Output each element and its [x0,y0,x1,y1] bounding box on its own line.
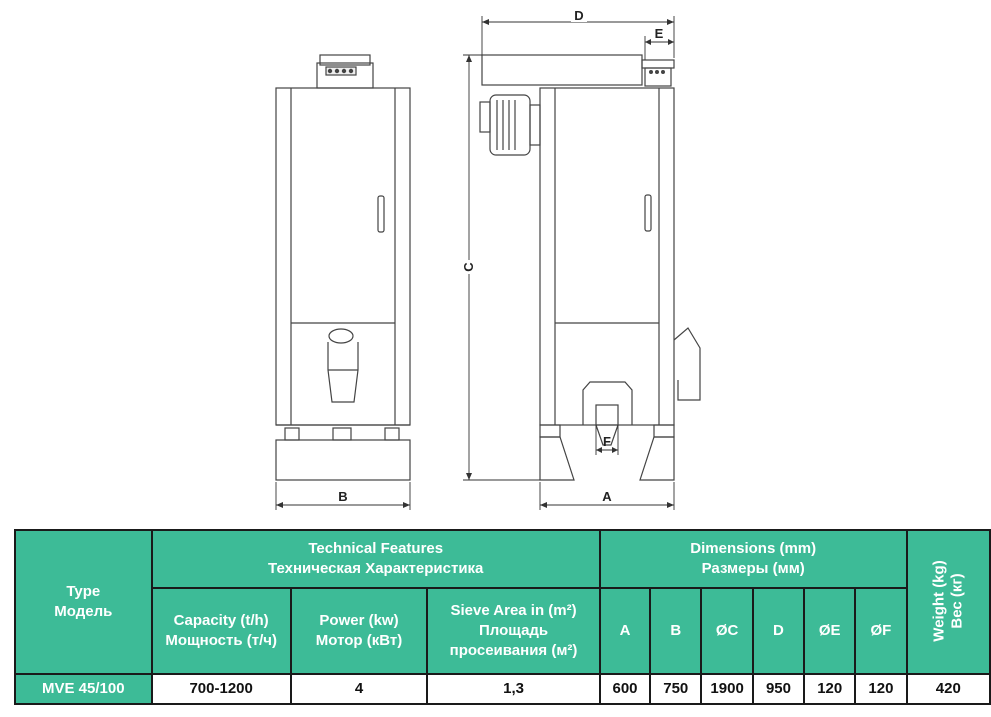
dim-col-f: ØF [854,587,908,675]
dim-col-d: D [751,587,806,675]
dim-col-c: ØC [700,587,754,675]
dim-label-f: F [603,434,611,449]
technical-drawing: D E C B A F [275,8,701,510]
row-sieve: 1,3 [426,673,601,705]
dim-label-d: D [574,8,583,23]
row-capacity: 700-1200 [150,673,292,705]
dim-label-a: A [602,489,612,504]
side-view [479,54,701,481]
weight-header: Weight (kg) Вес (кг) [905,529,991,675]
dim-col-a: A [598,587,652,675]
tech-header: Technical Features Техническая Характери… [150,529,601,589]
power-header: Power (kw) Мотор (кВт) [289,587,429,675]
dim-label-b: B [338,489,347,504]
sieve-header: Sieve Area in (m²) Площадь просеивания (… [426,587,601,675]
spec-table: Type Модель Technical Features Техническ… [14,529,991,705]
front-view [275,54,411,481]
dim-col-b: B [649,587,703,675]
row-dim-a: 600 [598,673,652,705]
row-power: 4 [289,673,429,705]
type-header: Type Модель [14,529,153,675]
dims-header: Dimensions (mm) Размеры (мм) [598,529,908,589]
capacity-header: Capacity (t/h) Мощность (т/ч) [150,587,292,675]
row-dim-e: 120 [803,673,857,705]
dim-col-e: ØE [803,587,857,675]
row-dim-d: 950 [751,673,806,705]
dimension-arrows [276,19,674,508]
dim-label-c: C [461,262,476,272]
row-type: MVE 45/100 [14,673,153,705]
table-row: MVE 45/100 700-1200 4 1,3 600 750 1900 9… [14,673,991,705]
dim-label-e: E [655,26,664,41]
row-weight: 420 [905,673,991,705]
row-dim-c: 1900 [700,673,754,705]
row-dim-f: 120 [854,673,908,705]
row-dim-b: 750 [649,673,703,705]
